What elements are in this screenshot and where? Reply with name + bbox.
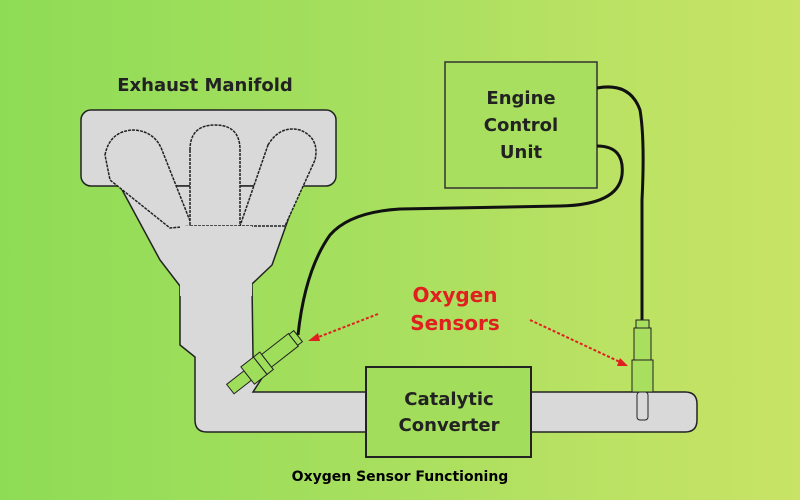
upstream-oxygen-sensor xyxy=(225,329,304,395)
ecu-label-line3: Unit xyxy=(500,142,543,163)
catalytic-converter xyxy=(365,366,532,458)
exhaust-manifold-label: Exhaust Manifold xyxy=(117,75,293,96)
manifold-runner-left xyxy=(104,129,194,229)
exhaust-pipe-outlet xyxy=(530,391,698,433)
downstream-oxygen-sensor xyxy=(631,319,654,421)
ecu-label-line2: Control xyxy=(484,115,558,136)
arrow-to-downstream-sensor xyxy=(529,319,628,366)
engine-control-unit xyxy=(444,61,598,189)
catalytic-label-line1: Catalytic xyxy=(404,389,493,410)
ecu-label-line1: Engine xyxy=(486,88,555,109)
wire-downstream-sensor xyxy=(596,85,645,320)
manifold-runner-middle xyxy=(189,124,241,227)
oxygen-sensors-label-line1: Oxygen xyxy=(412,283,497,307)
oxygen-sensors-label-line2: Sensors xyxy=(410,311,500,335)
manifold-runner-right xyxy=(238,128,317,227)
wire-upstream-sensor xyxy=(296,144,624,336)
diagram-caption: Oxygen Sensor Functioning xyxy=(291,469,509,485)
catalytic-label-line2: Converter xyxy=(399,415,500,436)
arrow-to-upstream-sensor xyxy=(308,313,379,341)
